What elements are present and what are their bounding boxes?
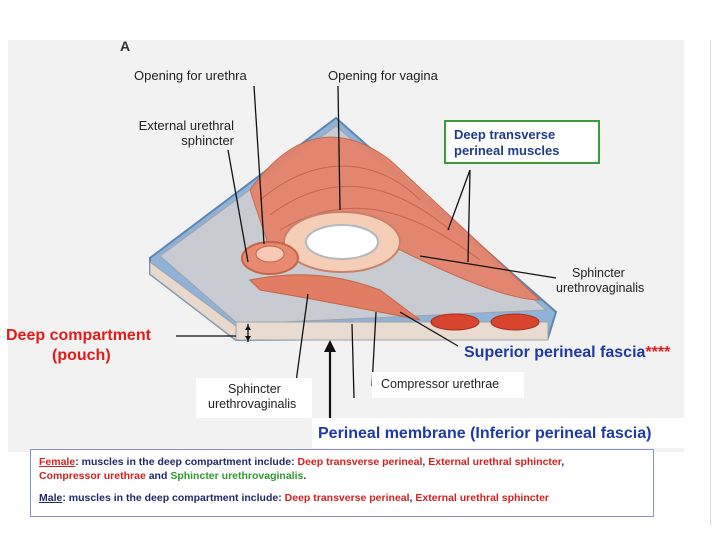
perineal-membrane-label-bg xyxy=(312,418,692,448)
notes-box: Female: muscles in the deep compartment … xyxy=(30,449,654,517)
label-suv-bottom-line1: Sphincter xyxy=(228,382,281,396)
note-female-m1: Deep transverse perineal xyxy=(297,456,423,468)
note-male-line: Male: muscles in the deep compartment in… xyxy=(39,491,645,505)
note-sep-3: , xyxy=(409,492,416,504)
note-female-line1: Female: muscles in the deep compartment … xyxy=(39,455,645,469)
compressor-label-bg xyxy=(372,372,524,398)
note-and: and xyxy=(145,470,171,482)
label-deep-compartment-line1: Deep compartment xyxy=(6,327,151,344)
label-deep-transverse-line1: Deep transverse xyxy=(454,127,556,142)
label-external-urethral-line2: sphincter xyxy=(181,133,234,148)
label-external-urethral-sphincter: External urethral sphincter xyxy=(100,118,234,148)
label-deep-compartment: Deep compartment (pouch) xyxy=(6,326,151,366)
vaginal-opening xyxy=(305,224,379,260)
label-suv-bottom-line2: urethrovaginalis xyxy=(208,397,297,411)
page-divider xyxy=(710,40,711,525)
compartment-arrow-bottom xyxy=(245,336,251,341)
label-compressor-urethrae: Compressor urethrae xyxy=(381,377,500,391)
muscle-fibres xyxy=(259,165,481,261)
perineal-membrane-arrowhead xyxy=(324,340,336,352)
label-suv-right-line2: urethrovaginalis xyxy=(556,281,645,295)
label-opening-urethra: Opening for urethra xyxy=(134,68,247,83)
muscle-end-1 xyxy=(430,313,480,331)
note-female-text: : muscles in the deep compartment includ… xyxy=(75,456,298,468)
label-external-urethral-line1: External urethral xyxy=(138,118,234,133)
urethral-opening xyxy=(255,245,285,263)
label-sphincter-urethrovaginalis-right: Sphincter urethrovaginalis xyxy=(556,266,644,296)
label-deep-transverse-line2: perineal muscles xyxy=(454,143,560,158)
note-male-text: : muscles in the deep compartment includ… xyxy=(62,492,285,504)
label-suv-right-line1: Sphincter xyxy=(572,266,625,280)
label-sphincter-urethrovaginalis-bottom: Sphincter urethrovaginalis xyxy=(208,382,296,412)
note-female-word: Female xyxy=(39,456,76,468)
label-superior-fascia-text: Superior perineal fascia xyxy=(464,344,646,361)
deep-transverse-label-box: Deep transverse perineal muscles xyxy=(444,120,600,164)
label-superior-fascia-stars: **** xyxy=(645,344,671,361)
sphincter-urethrovaginalis-shape xyxy=(248,274,421,321)
label-opening-vagina: Opening for vagina xyxy=(328,68,438,83)
panel-letter: A xyxy=(120,38,131,54)
compartment-arrow-top xyxy=(245,325,251,330)
label-deep-compartment-line2: (pouch) xyxy=(52,347,111,364)
note-female-m4: Sphincter urethrovaginalis xyxy=(170,470,304,482)
label-superior-perineal-fascia: Superior perineal fascia**** xyxy=(464,343,670,363)
note-female-m3: Compressor urethrae xyxy=(39,470,146,482)
note-male-word: Male xyxy=(39,492,63,504)
note-dot-1: . xyxy=(303,470,307,482)
leader-lines xyxy=(176,85,557,399)
note-sep-2: , xyxy=(561,456,565,468)
note-sep-1: , xyxy=(422,456,429,468)
note-female-m2: External urethral sphincter xyxy=(428,456,562,468)
note-male-m2: External urethral sphincter xyxy=(415,492,550,504)
label-perineal-membrane: Perineal membrane (Inferior perineal fas… xyxy=(318,425,652,442)
note-female-line2: Compressor urethrae and Sphincter urethr… xyxy=(39,469,645,483)
note-male-m1: Deep transverse perineal xyxy=(284,492,410,504)
muscle-end-2 xyxy=(490,313,540,331)
sphincter-bottom-label-bg xyxy=(196,378,312,418)
